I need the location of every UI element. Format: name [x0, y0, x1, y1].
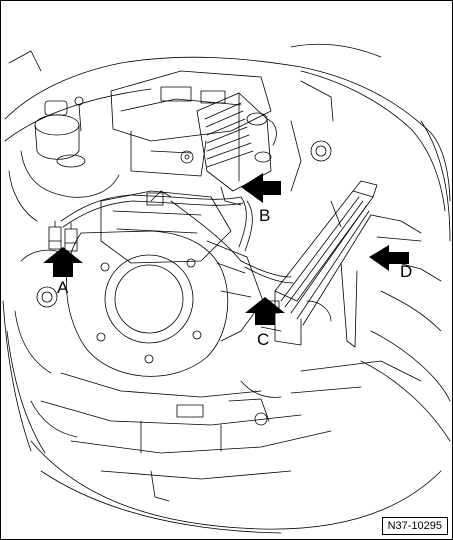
reference-code-label: N37-10295	[381, 517, 448, 535]
arrow-c	[245, 297, 285, 325]
auxiliary-cooler-drawing	[260, 180, 422, 348]
subframe-drawing	[40, 360, 422, 502]
oil-cooler-drawing	[196, 92, 277, 206]
engine-block-drawing	[100, 70, 272, 264]
body-panel-outline	[2, 56, 451, 534]
line-fittings-drawing	[48, 220, 78, 252]
callout-b-label: B	[259, 206, 271, 225]
callout-d-label: D	[400, 262, 413, 281]
arrow-a	[43, 247, 83, 277]
callout-c-label: C	[257, 330, 270, 349]
oil-lines-drawing	[60, 190, 294, 284]
misc-components-drawing	[8, 43, 442, 438]
arrow-d	[369, 245, 409, 271]
callout-a-label: A	[57, 278, 69, 297]
brake-reservoir-drawing	[8, 96, 120, 222]
transmission-housing-drawing	[14, 230, 264, 377]
arrow-b	[241, 173, 281, 203]
